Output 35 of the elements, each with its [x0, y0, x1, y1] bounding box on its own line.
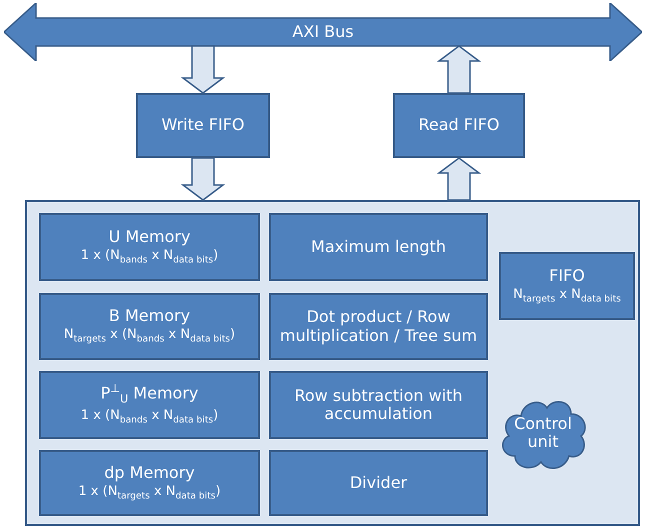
block-box	[136, 93, 270, 158]
block-box	[39, 450, 260, 516]
bus-arrow	[4, 3, 642, 61]
block-size-label: N$_{targets}$ x (N$_{bands}$ x N$_{data bits}$)	[64, 327, 236, 346]
block-box	[269, 371, 488, 439]
block-title: FIFO	[549, 266, 585, 285]
block-title: B Memory	[108, 307, 190, 326]
block-box	[393, 93, 525, 158]
block-arrow	[436, 45, 482, 94]
block-title: Row subtraction with accumulation	[293, 386, 464, 424]
block-title: U Memory	[108, 228, 190, 246]
container-box	[25, 200, 640, 526]
block-title: P$^{⊥}$$_{U}$ Memory	[100, 383, 198, 406]
block-arrow	[180, 157, 226, 201]
block-box	[269, 213, 488, 281]
block-title: Maximum length	[311, 238, 446, 256]
block-title: Control unit	[513, 414, 573, 452]
block-size-label: N$_{targets}$ x N$_{data bits}$	[513, 286, 621, 306]
block-box	[39, 213, 260, 281]
block-arrow	[436, 157, 482, 201]
block-arrow	[180, 45, 226, 94]
block-box	[269, 450, 488, 516]
block-size-label: 1 x (N$_{bands}$ x N$_{data bits}$)	[80, 248, 218, 266]
block-title: Write FIFO	[161, 116, 245, 135]
block-title: Dot product / Row multiplication / Tree sum	[278, 308, 478, 345]
block-size-label: 1 x (N$_{targets}$ x N$_{data bits}$)	[78, 484, 221, 502]
block-size-label: 1 x (N$_{bands}$ x N$_{data bits}$)	[80, 408, 218, 427]
block-box	[39, 371, 260, 439]
block-box	[499, 252, 635, 320]
block-title: AXI Bus	[292, 22, 354, 42]
block-title: dp Memory	[104, 464, 195, 482]
block-box	[269, 293, 488, 360]
block-title: Divider	[350, 474, 408, 492]
block-box	[39, 293, 260, 360]
block-title: Read FIFO	[418, 116, 500, 135]
